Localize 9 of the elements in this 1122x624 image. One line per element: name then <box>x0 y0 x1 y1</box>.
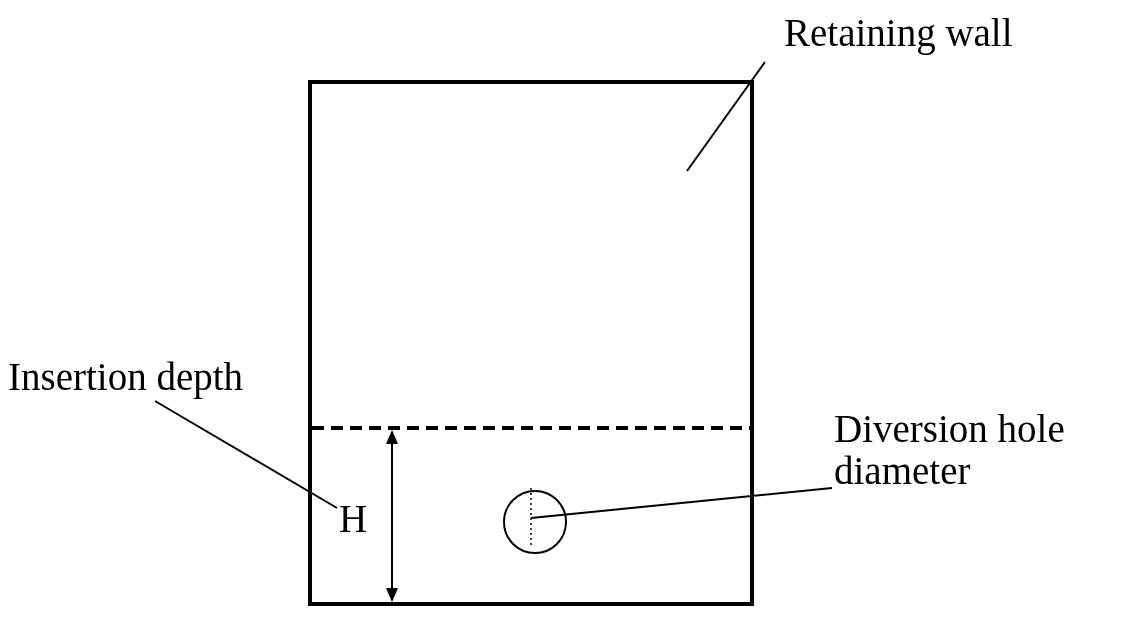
leader-line <box>530 487 833 519</box>
part-label: Insertion depth <box>8 356 308 398</box>
part-label: Retaining wall <box>784 12 1084 54</box>
part-label: H <box>339 498 379 540</box>
leader-line <box>154 400 338 509</box>
wall-outline <box>308 80 754 606</box>
leader-line <box>686 61 766 172</box>
hole-circle <box>503 490 567 554</box>
part-label: Diversion hole diameter <box>834 408 1104 492</box>
